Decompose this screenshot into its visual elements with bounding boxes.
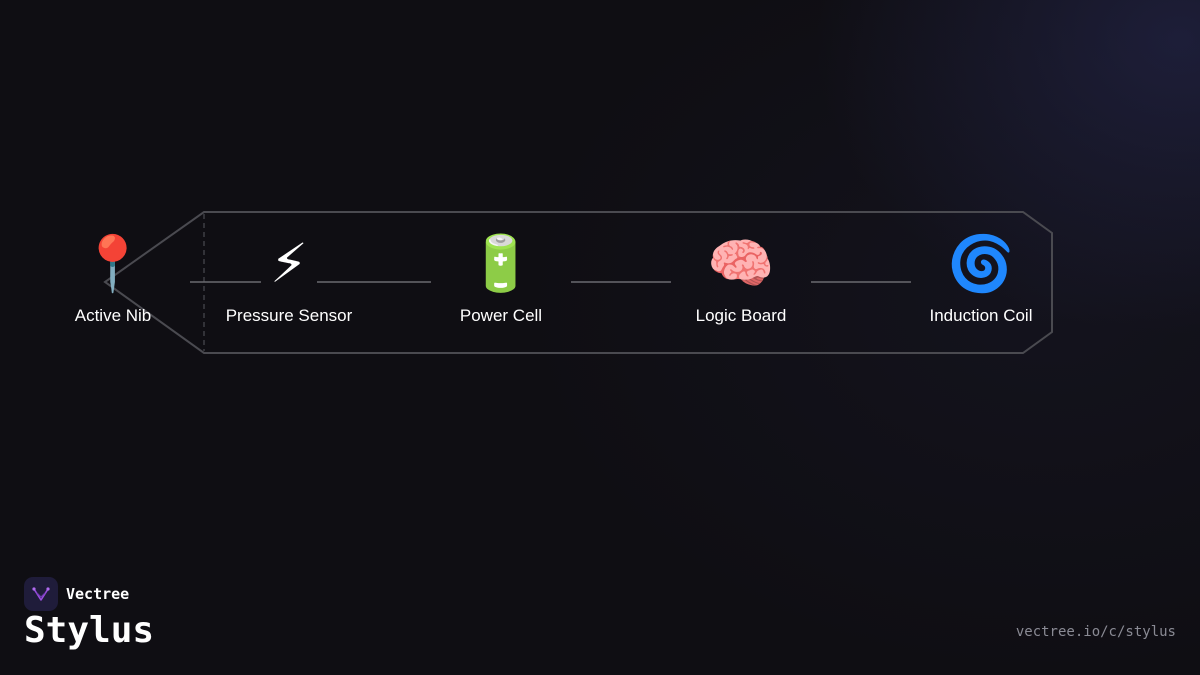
node-label: Active Nib <box>74 306 152 325</box>
node-label: Pressure Sensor <box>225 306 353 325</box>
node-power-cell: 🔋 Power Cell <box>411 232 591 326</box>
source-url: vectree.io/c/stylus <box>1015 624 1176 640</box>
node-label: Power Cell <box>459 306 543 325</box>
node-pressure-sensor: ⚡ Pressure Sensor <box>199 232 379 326</box>
battery-icon: 🔋 <box>467 232 535 295</box>
pin-icon: 📍 <box>79 232 147 295</box>
brain-icon: 🧠 <box>707 232 775 295</box>
cyclone-icon: 🌀 <box>947 232 1015 295</box>
page-title: Stylus <box>24 610 155 651</box>
brand-name: Vectree <box>66 585 130 603</box>
node-label: Logic Board <box>695 306 787 325</box>
node-logic-board: 🧠 Logic Board <box>651 232 831 326</box>
node-label: Induction Coil <box>929 306 1033 325</box>
lightning-icon: ⚡ <box>270 232 308 295</box>
node-active-nib: 📍 Active Nib <box>23 232 203 326</box>
stylus-body-outline <box>103 211 1053 354</box>
brand: Vectree <box>24 577 129 611</box>
node-induction-coil: 🌀 Induction Coil <box>891 232 1071 326</box>
vectree-logo-icon <box>24 577 58 611</box>
